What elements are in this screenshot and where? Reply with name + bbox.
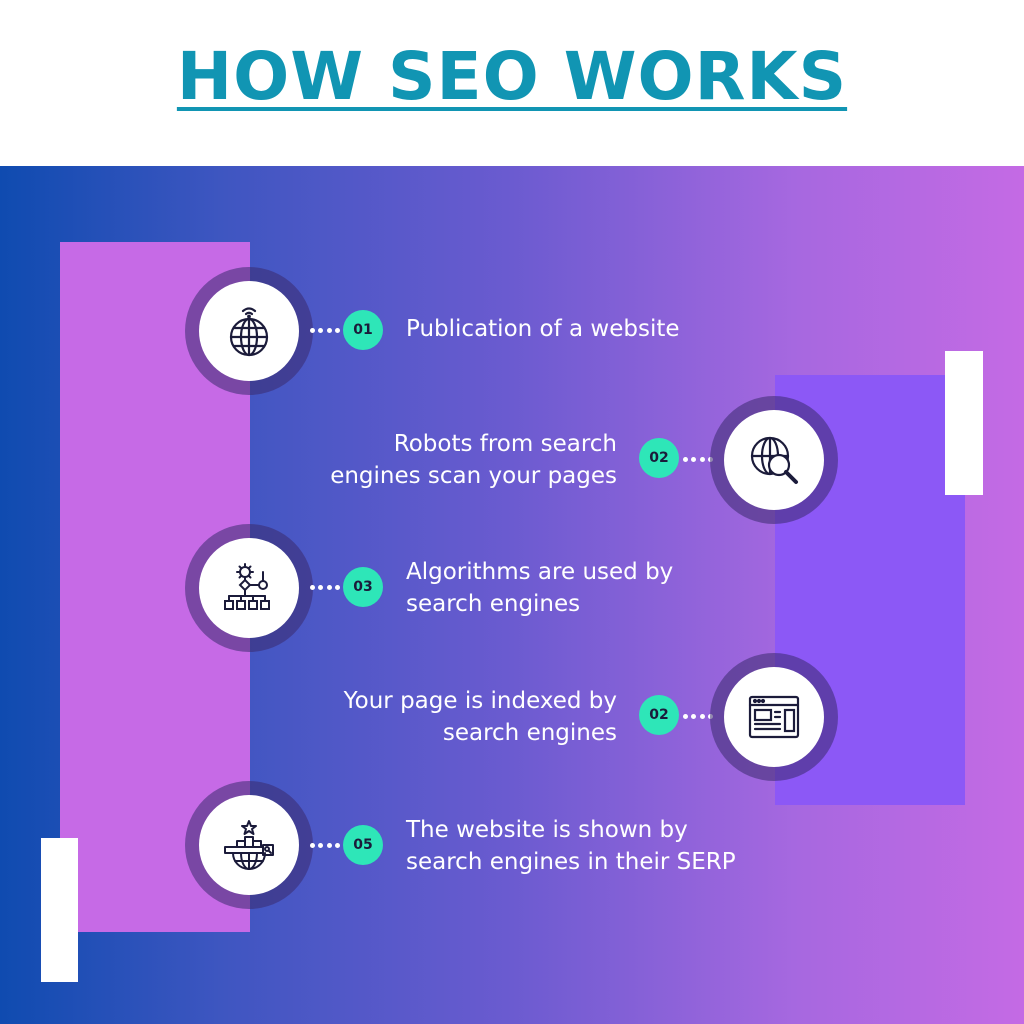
step-5-label: The website is shown by search engines i… <box>406 817 736 875</box>
globe-magnifier-icon <box>724 410 824 510</box>
step-2-badge: 02 <box>639 438 679 478</box>
left-white-bar <box>41 838 78 982</box>
step-5-badge: 05 <box>343 825 383 865</box>
step-1-badge: 01 <box>343 310 383 350</box>
ranking-podium-globe-icon <box>199 795 299 895</box>
step-2-label: Robots from search engines scan your pag… <box>330 431 617 489</box>
step-4-connector <box>683 713 713 719</box>
step-3-connector <box>310 584 340 590</box>
algorithm-flowchart-icon <box>199 538 299 638</box>
step-4-label: Your page is indexed by search engines <box>343 688 617 746</box>
page-title: HOW SEO WORKS <box>176 38 848 115</box>
step-3-badge: 03 <box>343 567 383 607</box>
header: HOW SEO WORKS <box>0 0 1024 166</box>
step-1-icon-ring <box>185 267 313 395</box>
globe-wifi-icon <box>199 281 299 381</box>
right-white-bar <box>945 351 983 495</box>
step-1-connector <box>310 327 340 333</box>
step-2-icon-ring <box>710 396 838 524</box>
step-5-icon-ring <box>185 781 313 909</box>
step-1-label: Publication of a website <box>406 316 680 342</box>
step-5-connector <box>310 842 340 848</box>
browser-window-icon <box>724 667 824 767</box>
step-3-icon-ring <box>185 524 313 652</box>
step-3-label: Algorithms are used by search engines <box>406 559 674 617</box>
step-4-icon-ring <box>710 653 838 781</box>
step-4-badge: 02 <box>639 695 679 735</box>
step-2-connector <box>683 456 713 462</box>
infographic-panel: 01 Publication of a website Robots from … <box>0 166 1024 1024</box>
